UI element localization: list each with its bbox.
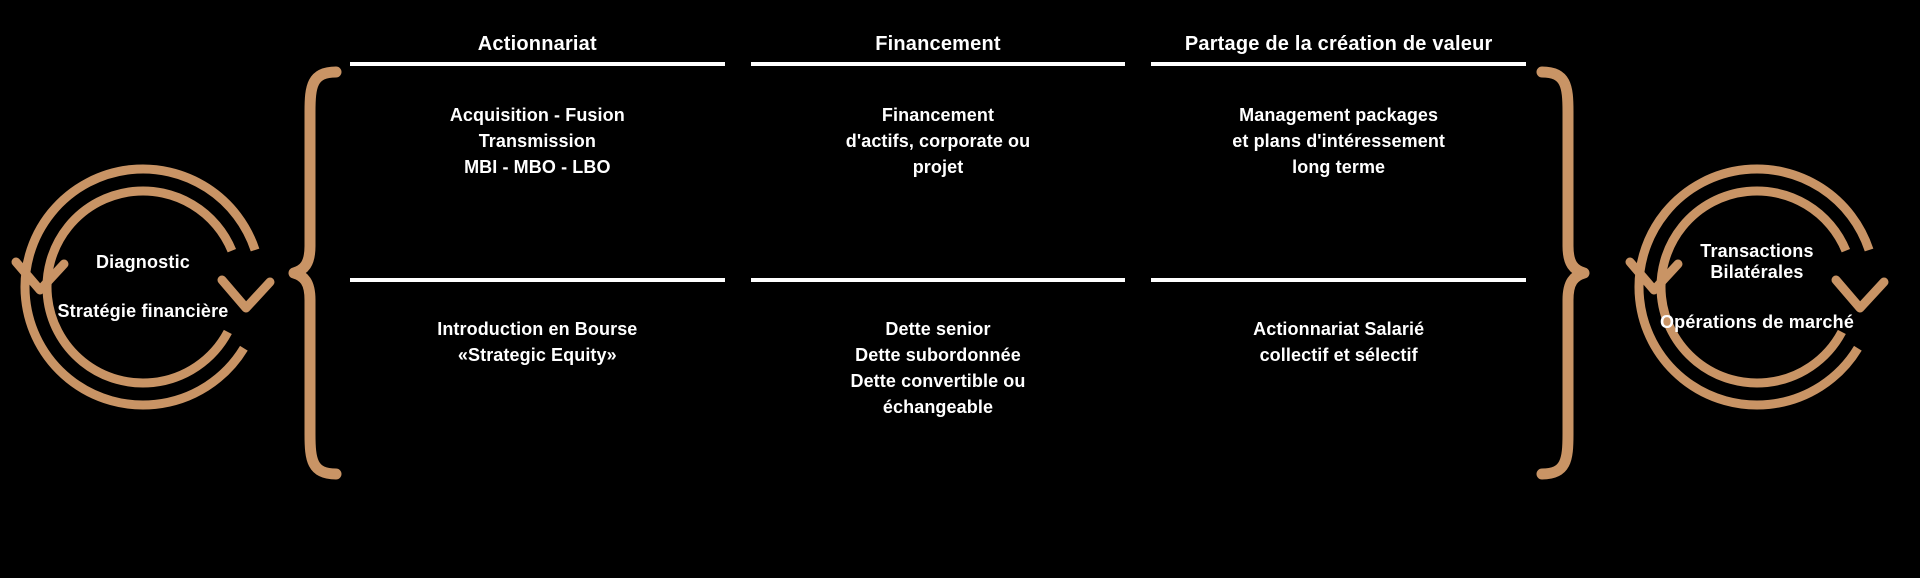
left-circle-graphic (11, 164, 275, 410)
cell-line: collectif et sélectif (1259, 345, 1418, 366)
column-rule-middle (1151, 278, 1526, 282)
inner-ring-arc (1656, 186, 1858, 388)
left-circle-labels: Diagnostic Stratégie financière (8, 152, 278, 422)
outer-ring-arc (1634, 164, 1880, 410)
left-label-diagnostic: Diagnostic (95, 251, 190, 272)
column-header-actionnariat: Actionnariat (477, 33, 597, 55)
right-label-operations-line1: Opérations de (1659, 311, 1784, 332)
cell-line: projet (912, 157, 964, 178)
cell-line: Transmission (478, 131, 596, 152)
chevron-arrow-icon (1625, 257, 1683, 295)
column-header-line2: de valeur (1402, 33, 1493, 55)
left-circle-node: Diagnostic Stratégie financière (8, 152, 278, 422)
right-circle-node: Transactions Bilatérales Opérations de m… (1622, 152, 1892, 422)
cell-partage-top: Management packages et plans d'intéresse… (1151, 66, 1526, 278)
cell-line: MBI - MBO - LBO (464, 157, 611, 178)
column-header-financement: Financement (875, 33, 1001, 55)
column-rule-top (750, 62, 1126, 66)
cell-actionnariat-top: Acquisition - Fusion Transmission MBI - … (350, 66, 725, 278)
cell-line: et plans d'intéressement (1232, 131, 1446, 152)
cell-line: Actionnariat Salarié (1253, 319, 1425, 339)
left-label-strategie-line2: financière (141, 301, 229, 321)
cell-line: «Strategic Equity» (457, 345, 617, 366)
cell-line: Introduction en Bourse (437, 319, 638, 339)
chevron-arrow-icon (217, 275, 275, 313)
right-circle-graphic (1625, 164, 1889, 410)
cell-line: Dette subordonnée (855, 345, 1021, 366)
cell-actionnariat-bottom: Introduction en Bourse «Strategic Equity… (350, 282, 725, 368)
brace-path (1536, 66, 1590, 480)
column-header-line1: Partage de la création (1184, 33, 1398, 55)
column-rule-top (1151, 62, 1526, 66)
right-circle-labels: Transactions Bilatérales Opérations de m… (1622, 152, 1892, 422)
column-rule-middle (350, 278, 725, 282)
outer-ring-arc (20, 164, 266, 410)
column-partage-creation-valeur: Partage de la création de valeur Managem… (1151, 0, 1526, 470)
chevron-arrow-icon (11, 257, 69, 295)
right-label-operations-line2: marché (1788, 311, 1855, 332)
column-rule-top (350, 62, 725, 66)
column-financement: Financement Financement d'actifs, corpor… (750, 0, 1126, 470)
column-actionnariat: Actionnariat Acquisition - Fusion Transm… (350, 0, 725, 470)
cell-line: Acquisition - Fusion (449, 105, 625, 125)
right-label-transactions-line1: Transactions (1700, 241, 1814, 262)
right-label-operations: Opérations de marché (1657, 312, 1857, 333)
cell-line: Financement (881, 105, 995, 125)
left-label-strategie-line1: Stratégie (57, 301, 137, 321)
cell-line: Dette senior (885, 319, 991, 339)
column-rule-middle (750, 278, 1126, 282)
right-label-transactions-line2: Bilatérales (1710, 262, 1804, 283)
columns-grid: Actionnariat Acquisition - Fusion Transm… (350, 0, 1526, 470)
right-brace-graphic (1536, 66, 1590, 480)
cell-line: Management packages (1239, 105, 1439, 125)
inner-ring-arc (42, 186, 244, 388)
brace-path (288, 66, 342, 480)
right-label-transactions: Transactions Bilatérales (1657, 241, 1857, 283)
cell-line: d'actifs, corporate ou (845, 131, 1031, 152)
cell-line: Dette convertible ou (850, 371, 1026, 392)
left-label-strategie: Stratégie financière (43, 301, 243, 322)
cell-line: long terme (1292, 157, 1386, 178)
cell-partage-bottom: Actionnariat Salarié collectif et sélect… (1151, 282, 1526, 368)
left-brace (288, 66, 346, 480)
left-brace-graphic (288, 66, 342, 480)
chevron-arrow-icon (1831, 275, 1889, 313)
cell-line: échangeable (882, 397, 994, 418)
cell-financement-top: Financement d'actifs, corporate ou proje… (751, 66, 1126, 278)
column-header-partage-creation-valeur: Partage de la création de valeur (1151, 0, 1526, 62)
cell-financement-bottom: Dette senior Dette subordonnée Dette con… (751, 282, 1126, 420)
right-brace (1532, 66, 1590, 480)
